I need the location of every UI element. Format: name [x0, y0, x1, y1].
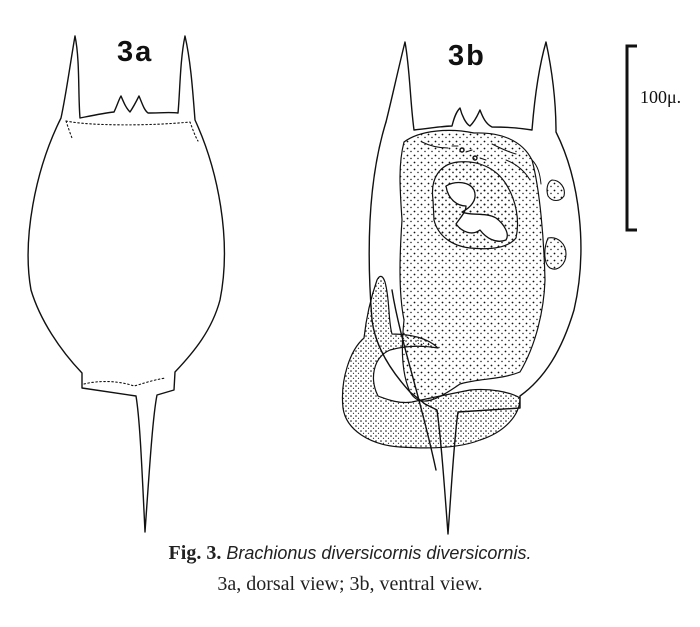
ventral-mastax — [445, 181, 508, 242]
dorsal-view-drawing — [27, 35, 226, 533]
ventral-anterior-marks — [421, 141, 542, 185]
scale-bar-label: 100μ. — [640, 87, 682, 107]
figure-number: Fig. 3. — [168, 542, 222, 564]
species-name: Brachionus diversicornis diversicornis. — [226, 543, 532, 563]
ventral-lorica-outline — [371, 41, 582, 535]
dorsal-lorica-outline — [27, 35, 226, 533]
ventral-crossing-line — [391, 289, 437, 471]
panel-label-3b: 3b — [448, 40, 486, 72]
panel-label-3a: 3a — [117, 36, 154, 68]
scale-bar — [625, 44, 637, 232]
ventral-right-lump — [544, 237, 567, 270]
ventral-view-drawing — [341, 129, 567, 449]
caption-title-line: Fig. 3. Brachionus diversicornis diversi… — [0, 538, 700, 569]
figure-caption: Fig. 3. Brachionus diversicornis diversi… — [0, 538, 700, 600]
dorsal-posterior-dotted-margin — [83, 377, 167, 387]
caption-description: 3a, dorsal view; 3b, ventral view. — [217, 573, 483, 595]
dorsal-anterior-dotted-margin — [65, 120, 199, 142]
